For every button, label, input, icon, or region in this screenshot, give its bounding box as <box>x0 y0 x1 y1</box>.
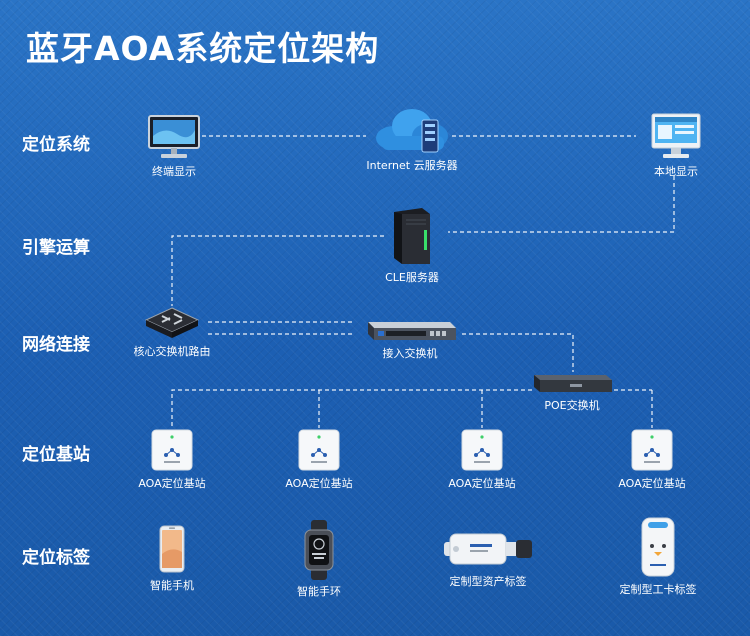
base-station-icon <box>298 429 340 471</box>
link-switch-poe <box>462 333 574 372</box>
node-label: AOA定位基站 <box>138 477 206 490</box>
node-label: 智能手环 <box>297 585 341 598</box>
node-cloud-server: Internet 云服务器 <box>342 106 482 173</box>
node-label: POE交换机 <box>544 399 600 412</box>
row-label-engine-compute: 引擎运算 <box>22 238 90 258</box>
cloud-server-icon <box>376 109 448 153</box>
node-label: AOA定位基站 <box>618 477 686 490</box>
link-local-engine <box>448 176 675 233</box>
node-smartphone: 智能手机 <box>102 524 242 593</box>
node-card-tag: 定制型工卡标签 <box>588 516 728 597</box>
node-label: 接入交换机 <box>382 347 438 360</box>
node-smart-band: 智能手环 <box>249 520 389 599</box>
node-label: CLE服务器 <box>385 271 439 284</box>
asset-tag-icon <box>444 533 532 565</box>
row-label-base-station: 定位基站 <box>22 445 90 465</box>
node-base-station: AOA定位基站 <box>412 428 552 491</box>
node-label: 智能手机 <box>150 579 194 592</box>
node-label: 本地显示 <box>654 165 698 178</box>
base-station-icon <box>631 429 673 471</box>
node-cle-server: CLE服务器 <box>342 206 482 285</box>
smart-band-icon <box>304 520 334 580</box>
node-label: 终端显示 <box>152 165 196 178</box>
switch-icon <box>368 322 456 340</box>
node-base-station: AOA定位基站 <box>102 428 242 491</box>
node-core-router: 核心交换机路由 <box>102 306 242 359</box>
poe-switch-icon <box>534 375 612 392</box>
node-terminal-display: 终端显示 <box>104 114 244 179</box>
node-label: 定制型资产标签 <box>449 575 527 588</box>
base-station-icon <box>151 429 193 471</box>
node-base-station: AOA定位基站 <box>582 428 722 491</box>
node-local-display: 本地显示 <box>606 112 746 179</box>
desktop-monitor-icon <box>651 113 701 158</box>
server-tower-icon <box>394 208 430 264</box>
node-label: Internet 云服务器 <box>366 159 458 172</box>
page-title: 蓝牙AOA系统定位架构 <box>26 29 380 68</box>
row-label-positioning-tag: 定位标签 <box>22 548 90 568</box>
smartphone-icon <box>159 525 185 573</box>
monitor-icon <box>148 115 200 158</box>
node-label: AOA定位基站 <box>448 477 516 490</box>
link-poe-station-bus <box>171 389 532 428</box>
row-label-positioning-system: 定位系统 <box>22 135 90 155</box>
node-poe-switch: POE交换机 <box>502 372 642 413</box>
router-icon <box>144 307 200 338</box>
badge-tag-icon <box>641 517 675 577</box>
node-label: AOA定位基站 <box>285 477 353 490</box>
node-label: 定制型工卡标签 <box>619 583 697 596</box>
node-label: 核心交换机路由 <box>133 345 211 358</box>
node-asset-tag: 定制型资产标签 <box>418 528 558 589</box>
link-engine-router <box>171 235 384 306</box>
base-station-icon <box>461 429 503 471</box>
row-label-network-access: 网络连接 <box>22 335 90 355</box>
node-base-station: AOA定位基站 <box>249 428 389 491</box>
node-access-switch: 接入交换机 <box>340 318 480 361</box>
